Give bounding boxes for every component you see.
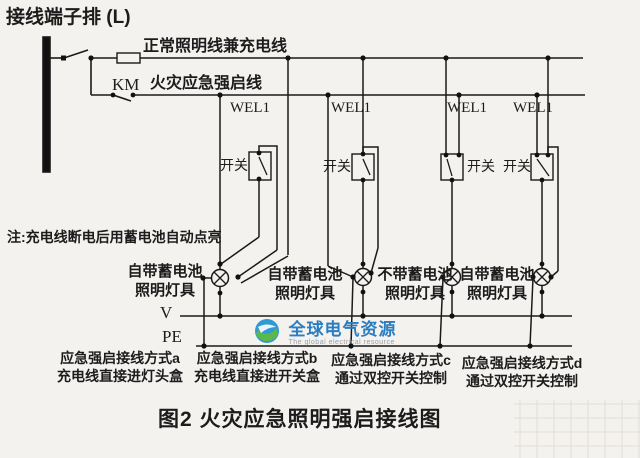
wel1-label: WEL1 [230,100,270,116]
normal-line-label: 正常照明线兼充电线 [143,38,288,55]
method-c-label: 应急强启接线方式c 通过双控开关控制 [331,352,451,386]
terminal-strip-label: 接线端子排 (L) [6,7,131,28]
emergency-line-label: 火灾应急强启线 [150,75,263,92]
grid-watermark [514,400,640,458]
switch-label-a: 开关 [220,157,248,173]
circuit-a [203,58,289,346]
km-label: KM [112,75,140,94]
method-a-label: 应急强启接线方式a 充电线直接进灯头盒 [57,350,183,384]
switch-label-c: 开关 [467,158,495,174]
lamp-label-2: 自带蓄电池 照明灯具 [267,266,343,302]
wel1-label: WEL1 [331,100,371,116]
method-d-label: 应急强启接线方式d 通过双控开关控制 [461,355,583,389]
terminal-strip-bar [42,36,51,173]
watermark-subtitle: The global electrical resource [288,338,395,346]
normal-line [50,49,583,64]
note-text: 注:充电线断电后用蓄电池自动点亮 [7,229,222,245]
km-line [90,58,585,102]
method-b-label: 应急强启接线方式b 充电线直接进开关盒 [194,350,320,384]
watermark-name: 全球电气资源 [288,319,397,339]
circuit-b [327,58,379,347]
wel1-label: WEL1 [513,100,553,116]
lamp-label-1: 自带蓄电池 照明灯具 [127,263,203,299]
lamp-label-3: 不带蓄电池 照明灯具 [377,266,453,302]
lamp-label-4: 自带蓄电池 照明灯具 [459,266,535,302]
watermark: 全球电气资源 The global electrical resource [254,318,396,349]
switch-label-d: 开关 [503,158,531,174]
watermark-logo-icon [254,318,280,349]
v-label: V [160,303,173,322]
switch-label-b: 开关 [323,158,351,174]
pe-label: PE [162,327,182,346]
figure-caption: 图2 火灾应急照明强启接线图 [158,408,442,431]
junction-dots [61,55,554,349]
wel1-label: WEL1 [447,100,487,116]
